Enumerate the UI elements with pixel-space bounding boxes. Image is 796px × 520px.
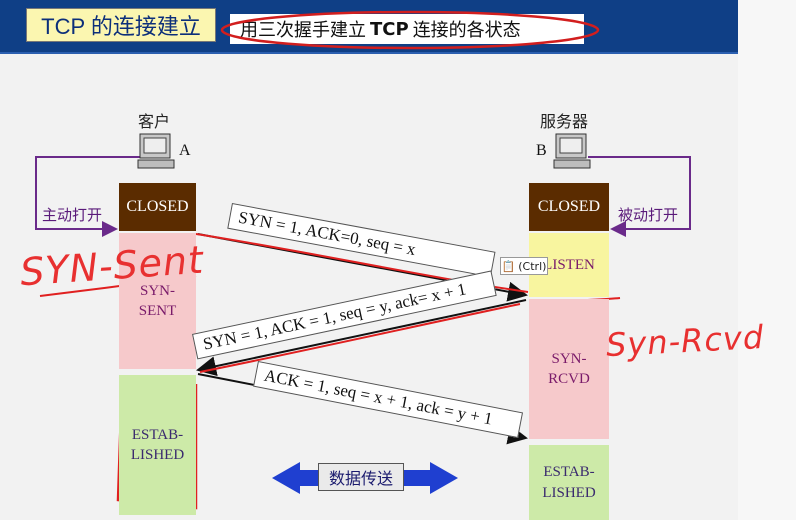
- slide-title: TCP 的连接建立: [26, 8, 216, 42]
- subtitle-prefix: 用三次握手建立: [240, 20, 366, 41]
- client-label: 客户: [138, 112, 171, 131]
- server-state-established: ESTAB-LISHED: [529, 445, 609, 520]
- slide-header: TCP 的连接建立 用三次握手建立 TCP 连接的各状态: [0, 0, 796, 54]
- subtitle-suffix: 连接的各状态: [412, 20, 521, 41]
- subtitle-circle-annotation: [220, 10, 600, 50]
- server-passive-open: 被动打开: [618, 206, 679, 224]
- client-computer-icon: [137, 133, 175, 169]
- client-letter: A: [179, 142, 191, 159]
- server-computer-icon: [553, 133, 591, 169]
- server-open-loop: [588, 156, 691, 237]
- client-state-syn-sent: SYN-SENT: [119, 233, 196, 369]
- clipboard-icon: 📋: [501, 259, 516, 273]
- server-label: 服务器: [540, 112, 589, 131]
- client-state-closed: CLOSED: [119, 183, 196, 231]
- server-state-closed: CLOSED: [529, 183, 609, 231]
- server-letter: B: [536, 142, 547, 159]
- client-state-established: ESTAB-LISHED: [119, 375, 196, 515]
- paste-options-button[interactable]: 📋 (Ctrl): [500, 257, 548, 275]
- red-stroke-2: [199, 303, 521, 373]
- slide-subtitle: 用三次握手建立 TCP 连接的各状态: [230, 14, 584, 44]
- data-transfer-label: 数据传送: [318, 463, 404, 491]
- server-state-listen: LISTEN: [529, 233, 609, 297]
- paste-options-label: (Ctrl): [518, 259, 547, 273]
- arrow-syn-ack: [196, 299, 527, 377]
- client-active-open: 主动打开: [42, 206, 103, 224]
- subtitle-bold: TCP: [370, 18, 409, 40]
- server-state-syn-rcvd: SYN-RCVD: [529, 299, 609, 439]
- client-open-loop: [35, 156, 140, 237]
- right-margin: [738, 0, 796, 520]
